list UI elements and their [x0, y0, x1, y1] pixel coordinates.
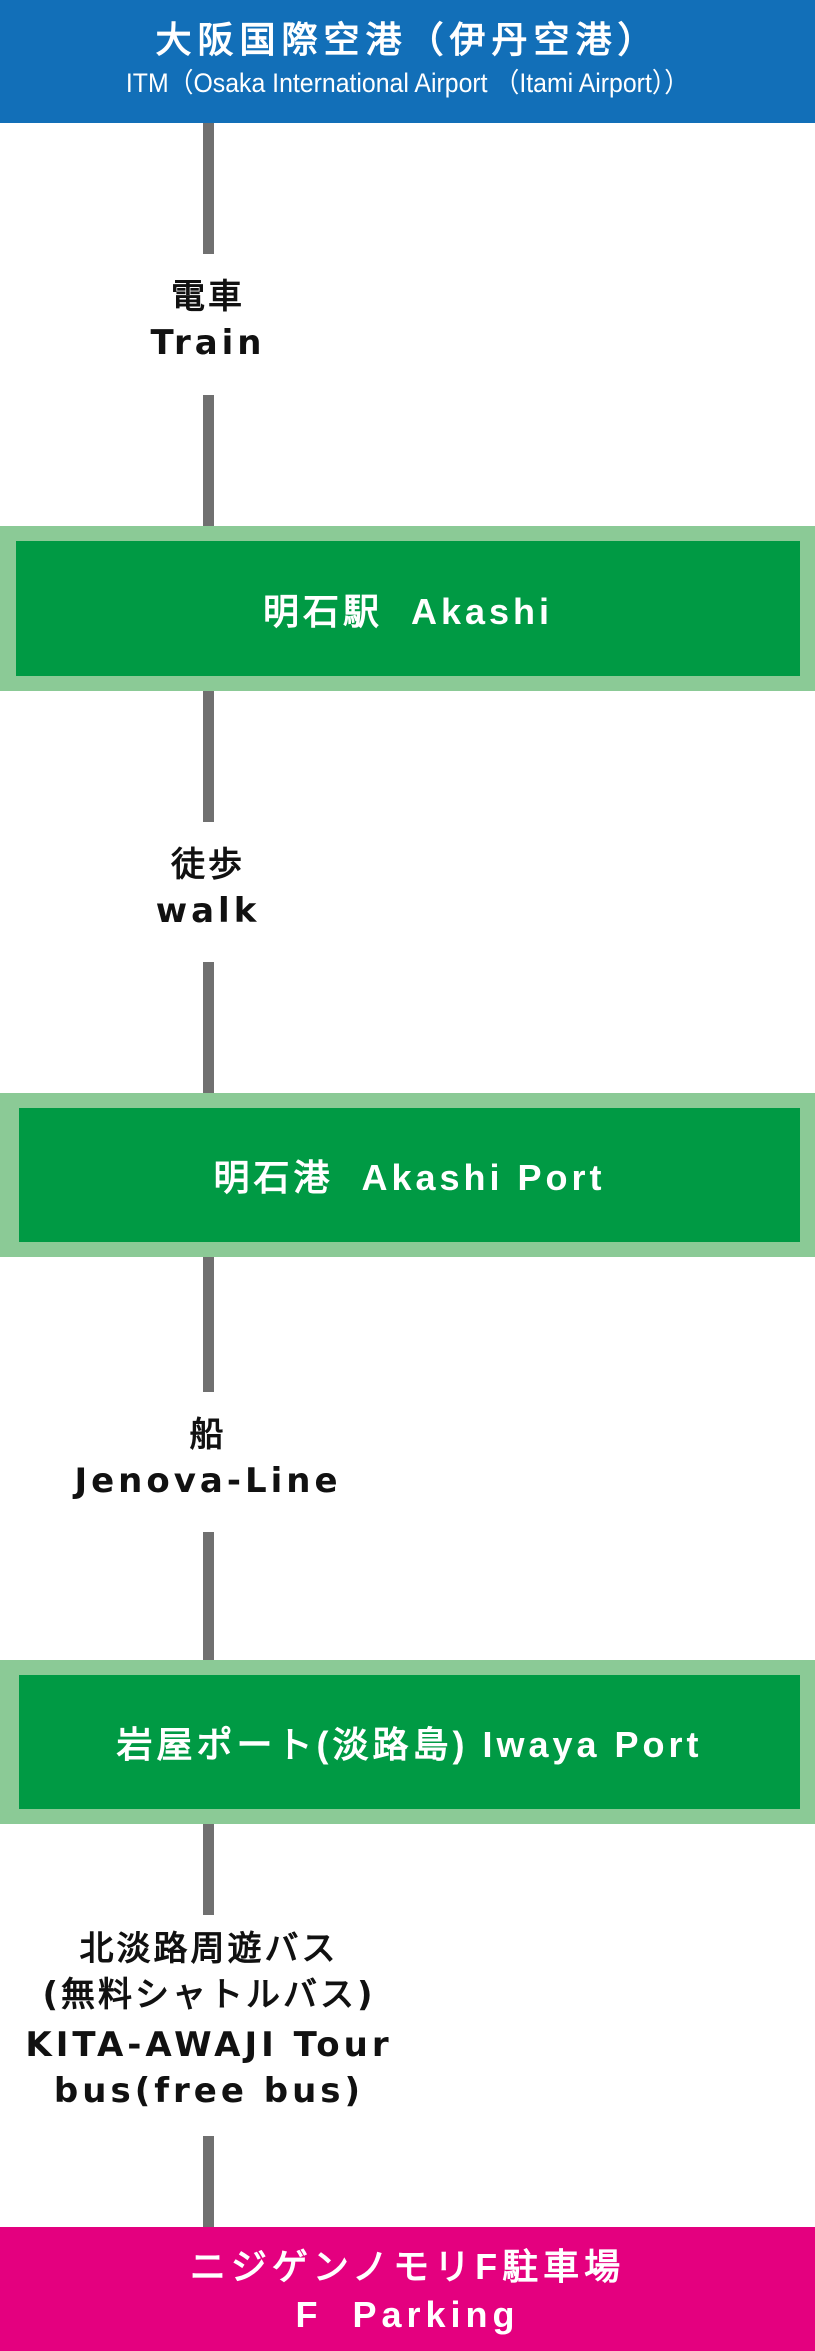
station-akashi-port: 明石港 Akashi Port [0, 1093, 815, 1257]
mode-label-ja-line1: 北淡路周遊バス [79, 1929, 339, 1969]
station-panel: 明石港 Akashi Port [19, 1108, 800, 1242]
station-name: 岩屋ポート(淡路島) Iwaya Port [116, 1724, 703, 1765]
station-akashi: 明石駅 Akashi [0, 526, 815, 691]
route-line [203, 123, 214, 254]
origin-name-en: ITM（Osaka International Airport （Itami A… [125, 68, 690, 98]
mode-label-ja: 電車 [171, 277, 245, 317]
mode-label-ja: 徒歩 [171, 845, 245, 885]
origin-name-ja: 大阪国際空港（伊丹空港） [155, 19, 660, 60]
station-panel: 明石駅 Akashi [16, 541, 800, 676]
route-line [203, 1257, 214, 1392]
mode-label-en: Train [150, 323, 266, 363]
destination-name-en: F Parking [295, 2294, 520, 2335]
mode-label-ja: 船 [189, 1415, 227, 1455]
transport-mode-train: 電車 Train [108, 274, 308, 366]
station-name: 明石港 Akashi Port [213, 1157, 606, 1198]
transport-mode-ship: 船 Jenova-Line [48, 1412, 368, 1504]
route-line [203, 962, 214, 1093]
station-panel: 岩屋ポート(淡路島) Iwaya Port [19, 1675, 800, 1809]
mode-label-en-line2: bus(free bus) [53, 2071, 365, 2111]
mode-label-en: Jenova-Line [74, 1461, 342, 1501]
route-line [203, 1532, 214, 1660]
route-line [203, 1824, 214, 1915]
destination-footer: ニジゲンノモリF駐車場 F Parking [0, 2227, 815, 2351]
mode-label-en: walk [155, 891, 261, 931]
mode-label-ja-line2: (無料シャトルバス) [42, 1975, 376, 2015]
route-line [203, 2136, 214, 2227]
mode-label-en-line1: KITA-AWAJI Tour [25, 2025, 393, 2065]
station-iwaya-port: 岩屋ポート(淡路島) Iwaya Port [0, 1660, 815, 1824]
transport-mode-walk: 徒歩 walk [108, 842, 308, 934]
route-line [203, 691, 214, 822]
origin-header: 大阪国際空港（伊丹空港） ITM（Osaka International Air… [0, 0, 815, 123]
route-line [203, 395, 214, 526]
station-name: 明石駅 Akashi [262, 590, 554, 632]
transport-mode-bus: 北淡路周遊バス (無料シャトルバス) KITA-AWAJI Tour bus(f… [0, 1926, 418, 2114]
destination-name-ja: ニジゲンノモリF駐車場 [189, 2246, 626, 2287]
